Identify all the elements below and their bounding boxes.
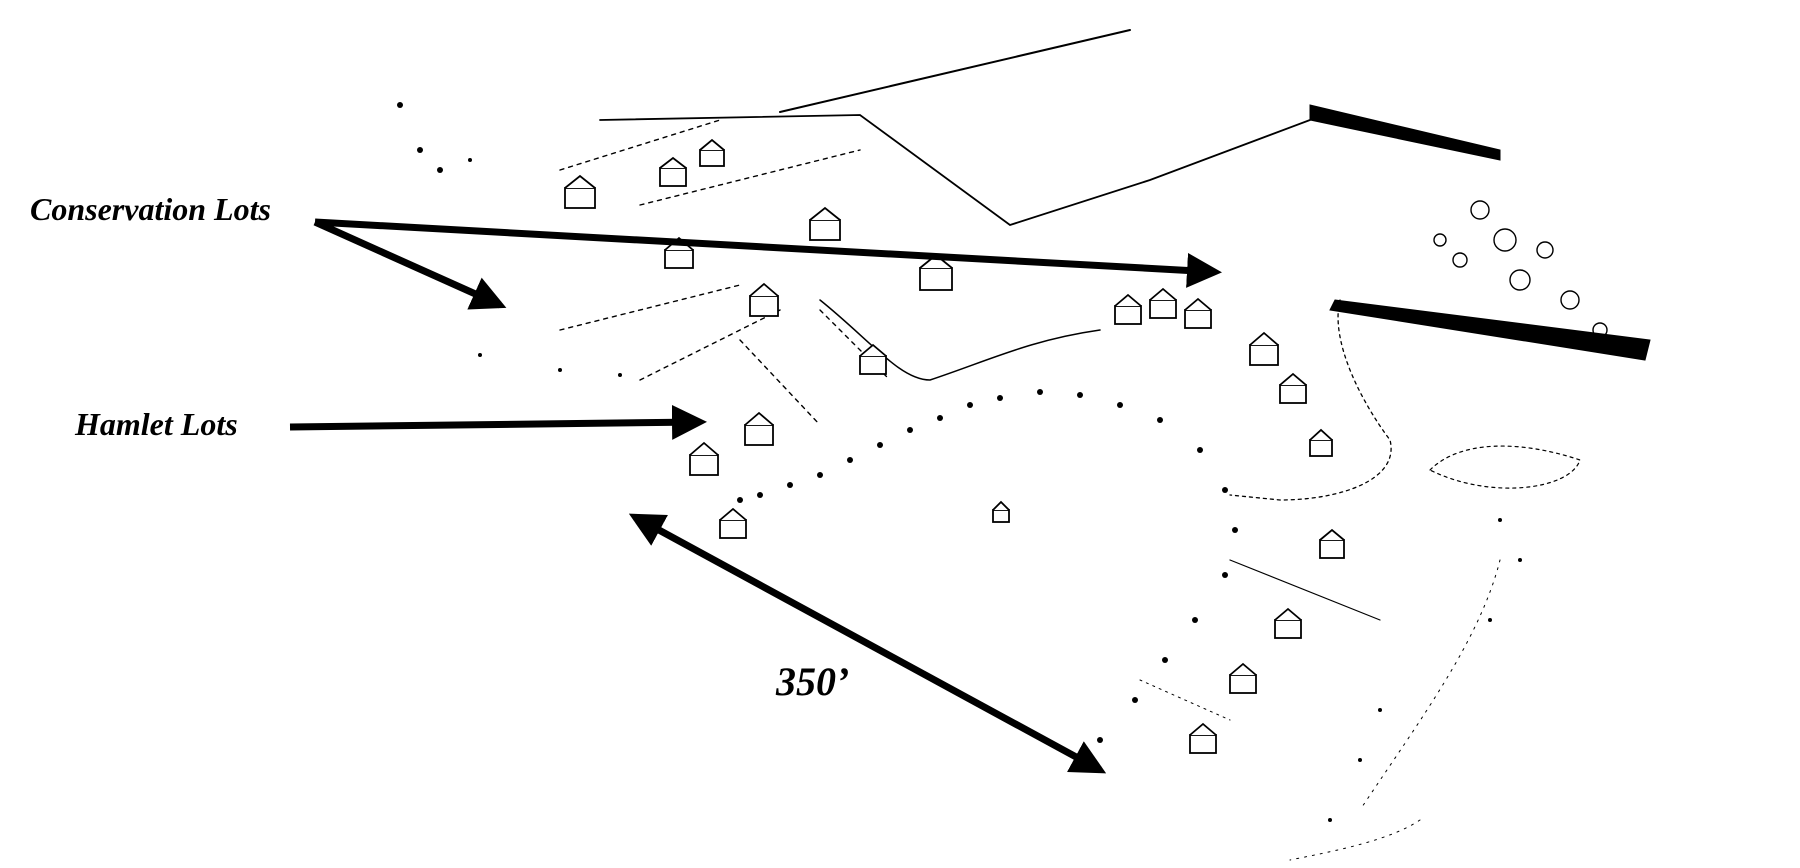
landscape-linework [559, 29, 1581, 861]
dimension-label-350: 350’ [776, 659, 850, 704]
houses [564, 138, 1345, 754]
arrow-dimension-350 [628, 513, 1107, 774]
conservation-lots-label: Conservation Lots [30, 191, 271, 227]
arrow-conservation-left [313, 218, 507, 310]
arrow-hamlet [289, 404, 707, 440]
hamlet-lots-label: Hamlet Lots [75, 406, 238, 442]
tree-lines [1309, 104, 1651, 361]
annotation-arrows [289, 218, 1222, 774]
arrow-conservation-right [314, 218, 1222, 288]
foliage-specks [397, 102, 1522, 822]
